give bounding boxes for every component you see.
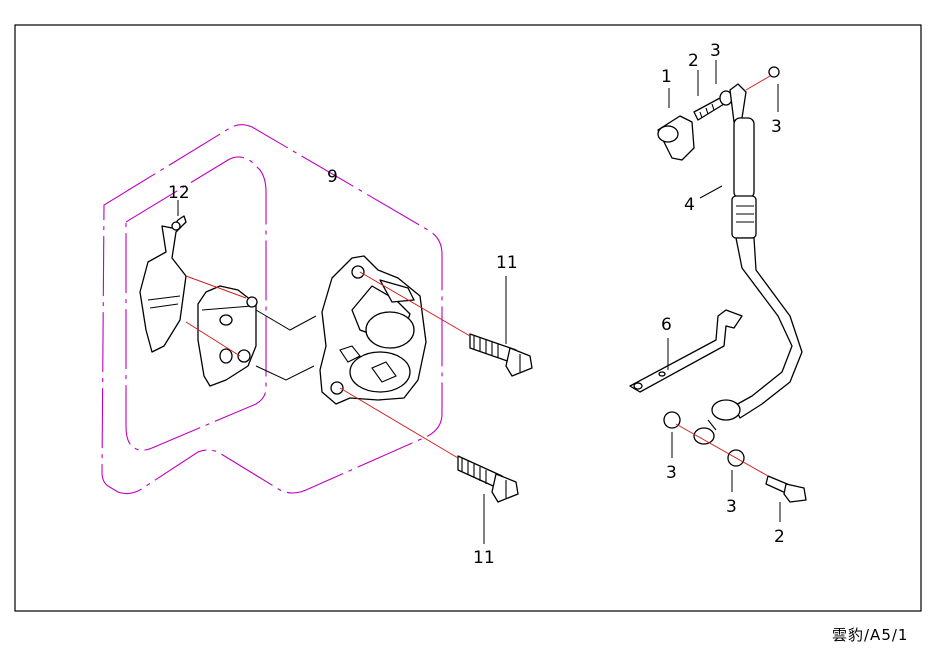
washer-top-right [768,66,780,78]
callout-3-right: 3 [771,117,782,137]
caliper-assembly-outline [101,124,443,495]
callout-3-washer-left: 3 [666,463,677,483]
washer-lower-left [663,411,681,429]
brake-pad-left [139,215,187,353]
callout-4: 4 [684,195,695,215]
caliper-bolt-upper [469,333,533,377]
callout-2-top: 2 [688,51,699,71]
callout-1: 1 [661,67,672,87]
brake-hose [693,83,803,445]
brake-caliper [319,255,427,405]
callout-9: 9 [327,167,338,187]
callout-3-washer-mid: 3 [726,497,737,517]
callout-12: 12 [168,183,190,203]
bleeder-cap [657,115,695,161]
callout-6: 6 [661,315,672,335]
banjo-bolt [765,475,807,503]
caliper-bolt-lower [457,455,519,503]
drawing-code: 雲豹/A5/1 [832,626,909,644]
brake-pad-right [197,285,258,387]
bleeder-screw [693,97,725,121]
callout-2-bottom: 2 [774,527,785,547]
diagram-frame [14,24,922,612]
brake-pad-set-outline [125,156,267,451]
callout-11-bottom: 11 [473,548,495,568]
callout-3-top: 3 [710,41,721,61]
callout-11-top: 11 [496,253,518,273]
hose-bracket [629,309,743,393]
